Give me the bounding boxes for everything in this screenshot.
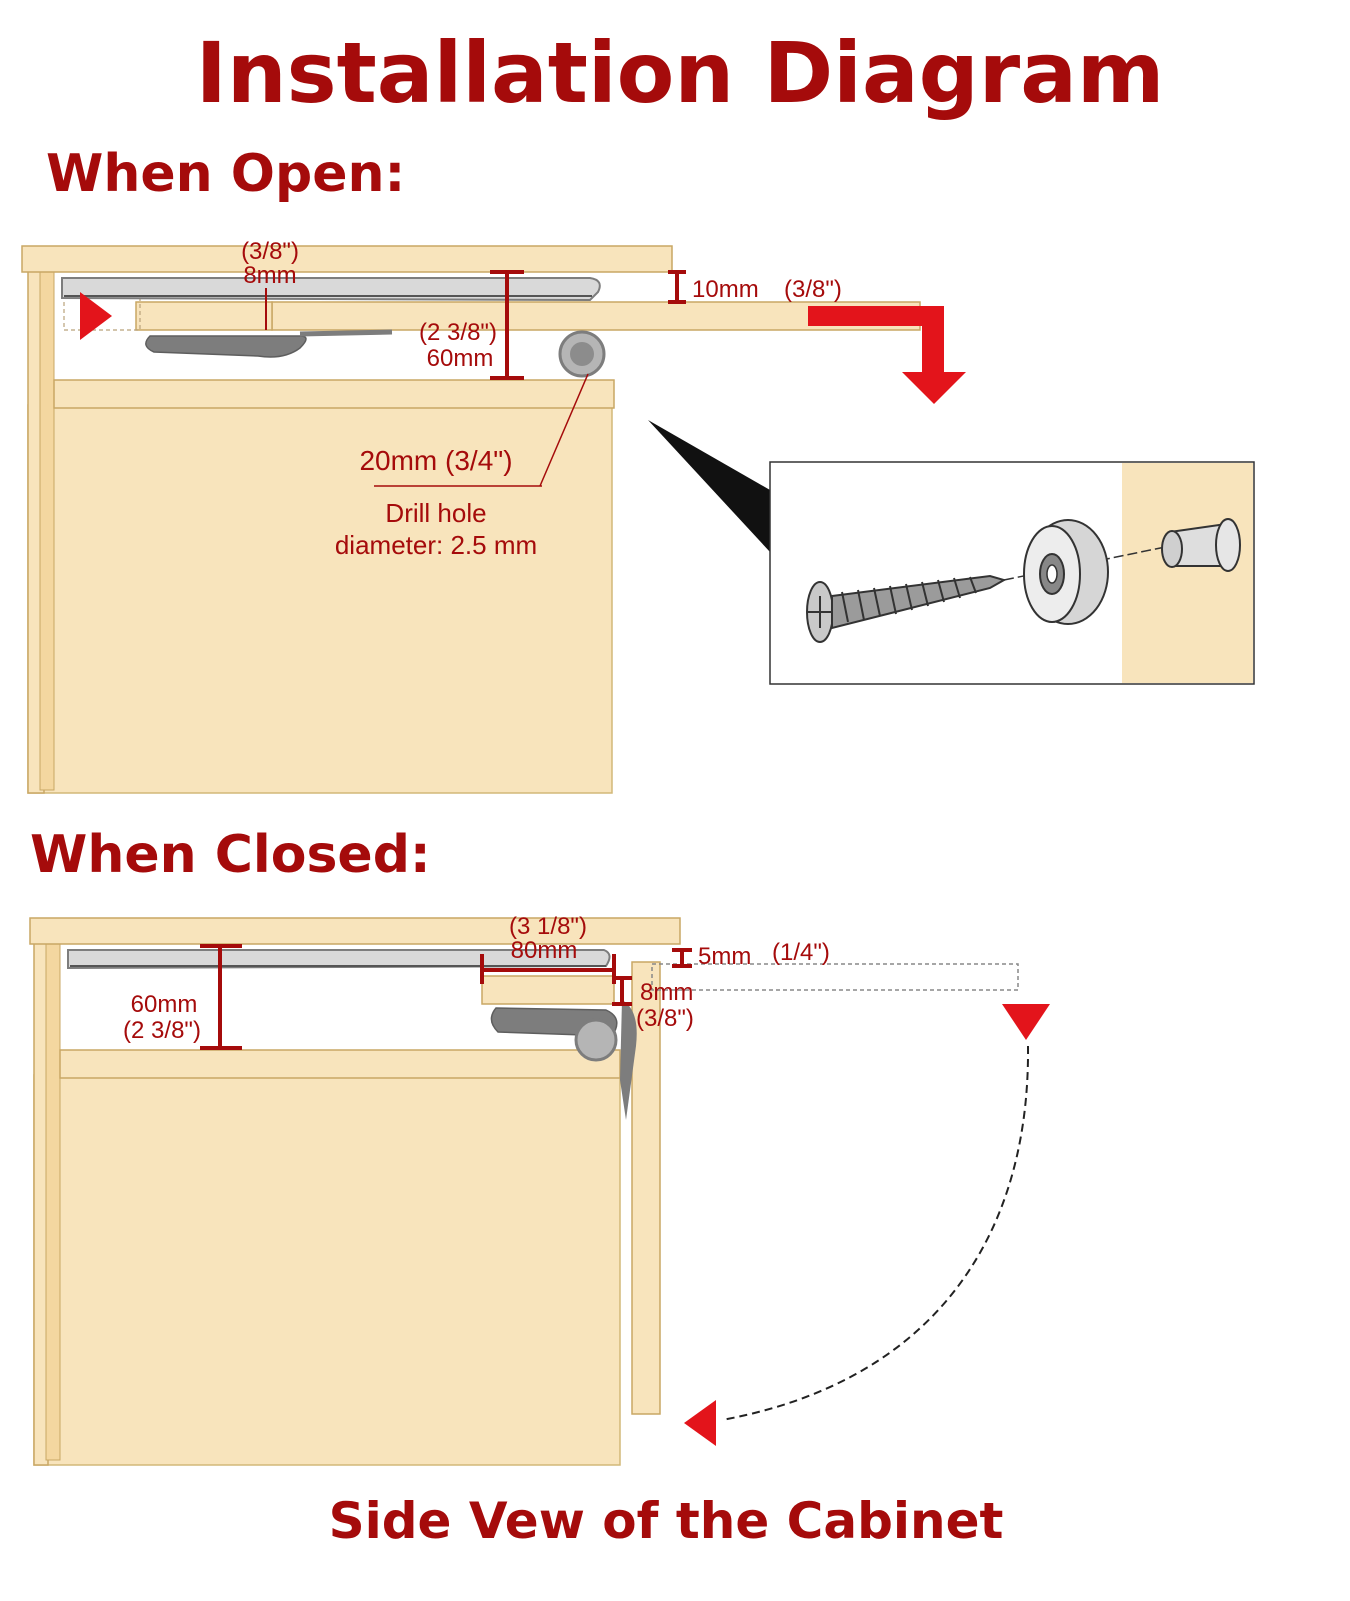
closed-section: When Closed: (3 1/8") 80mm [29,825,1050,1466]
open-mount-block [135,301,273,331]
closed-dim-height-mm: 60mm [131,991,198,1018]
closed-metal-rail [67,949,611,970]
open-roller-hub [570,342,594,366]
closed-dim-len-in: (3 1/8") [509,913,587,940]
closed-mount-block [481,975,615,1005]
diagram-title: Installation Diagram [196,24,1165,122]
open-height-bracket [490,270,524,380]
closed-dim-small-in: (3/8") [636,1005,694,1032]
sleeve-icon [1161,518,1241,572]
detail-inset [769,461,1255,685]
open-heading: When Open: [46,144,405,204]
open-gap-bracket [668,270,686,304]
closed-height-bracket [200,944,242,1050]
closed-small-bracket [612,976,632,1006]
screw-icon [806,574,1007,643]
closed-door-panel [631,961,661,1415]
open-dim-height-in: (2 3/8") [419,319,497,346]
open-roller-leader [539,373,589,487]
open-down-arrow [808,306,966,404]
open-drill-line1: Drill hole [385,498,486,528]
open-metal-rail [61,277,601,302]
open-dim-gap-in: (3/8") [784,276,842,303]
open-cabinet-body [27,404,613,794]
closed-cabinet-body [33,1074,621,1466]
open-dim-gap: 10mm [692,276,759,303]
closed-side-panel-inner [45,934,61,1461]
open-roller-size: 20mm (3/4") [359,445,512,476]
closed-heading: When Closed: [30,825,431,885]
open-side-panel-inner [39,264,55,791]
open-drill-line2: diameter: 2.5 mm [335,530,537,560]
callout-pointer [648,420,770,552]
closed-start-arrow [1002,1004,1050,1040]
roller-wheel-icon [1023,519,1109,625]
footer-caption: Side Vew of the Cabinet [329,1492,1004,1550]
closed-top-lid [29,917,681,945]
open-hinge-arm [145,335,307,358]
closed-ghost-board [651,963,1019,991]
open-top-lid [21,245,673,273]
inset-wood [1122,463,1253,683]
open-dim-top-in: (3/8") [241,238,299,265]
closed-swing-arc [721,1045,1030,1421]
closed-gap-bracket [672,948,692,968]
closed-roller [574,1018,618,1062]
open-section: When Open: (3/8") 8mm [21,144,1255,794]
closed-dim-height-in: (2 3/8") [123,1017,201,1044]
closed-dim-gap: 5mm [698,943,751,970]
open-hinge-link [299,329,393,337]
closed-end-arrow [684,1400,716,1446]
open-shelf [53,379,615,409]
closed-door-bracket [620,1000,637,1120]
open-dim-height-mm: 60mm [427,345,494,372]
closed-dim-len-mm: 80mm [511,937,578,964]
closed-dim-small-mm: 8mm [640,979,693,1006]
open-slide-arrow [80,292,112,340]
closed-dim-gap-in: (1/4") [772,939,830,966]
open-dim-top-mm: 8mm [243,262,296,289]
closed-shelf [59,1049,621,1079]
